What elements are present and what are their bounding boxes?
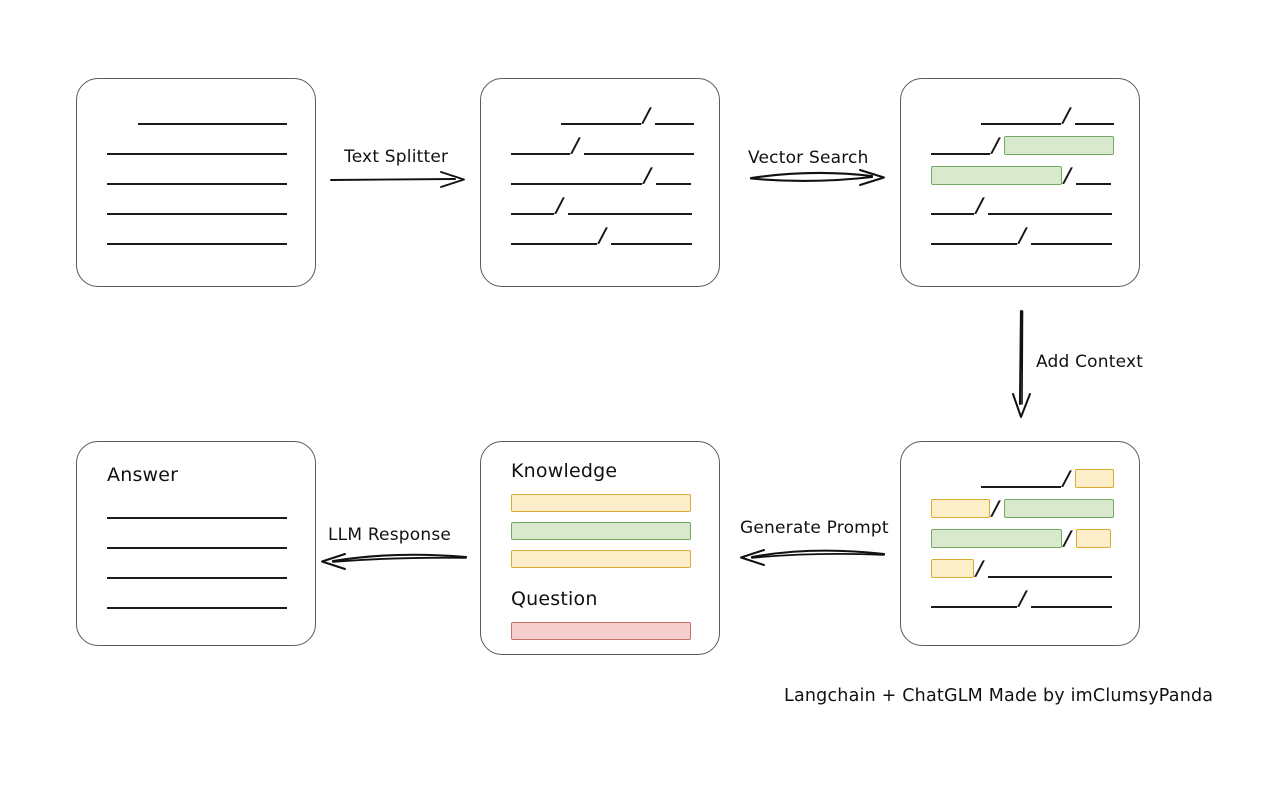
doc-line — [561, 123, 641, 125]
section-label-question: Question — [511, 588, 598, 610]
doc-line — [988, 213, 1113, 215]
doc-line — [981, 486, 1061, 488]
doc-line — [137, 123, 287, 125]
chunk-yellow — [931, 499, 991, 518]
chunk-green — [931, 166, 1063, 185]
doc-line — [611, 243, 693, 245]
doc-line — [511, 183, 643, 185]
chunk-green — [1004, 499, 1115, 518]
doc-line — [654, 123, 695, 125]
node-source-document[interactable] — [76, 78, 316, 287]
slash-separator: / — [553, 193, 567, 217]
slash-separator: / — [973, 193, 987, 217]
doc-line — [1076, 183, 1111, 185]
slash-separator: / — [569, 133, 583, 157]
prompt-bar-knowledge-1 — [511, 522, 691, 540]
arrow-add-context — [1012, 309, 1031, 418]
doc-line — [1031, 243, 1113, 245]
doc-line — [584, 153, 695, 155]
slash-separator: / — [989, 496, 1003, 520]
edge-label-text-splitter: Text Splitter — [344, 147, 449, 167]
doc-line — [931, 213, 975, 215]
doc-line — [107, 153, 287, 155]
doc-line — [107, 517, 287, 519]
doc-line — [988, 576, 1113, 578]
slash-separator: / — [1060, 103, 1073, 127]
arrow-llm-response — [321, 553, 468, 570]
slash-separator: / — [1060, 466, 1073, 490]
doc-line — [568, 213, 693, 215]
doc-line — [1074, 123, 1115, 125]
slash-separator: / — [640, 103, 653, 127]
edge-label-generate-prompt: Generate Prompt — [740, 518, 889, 538]
slash-separator: / — [641, 163, 655, 187]
doc-line — [656, 183, 691, 185]
arrow-text-splitter — [330, 171, 465, 188]
chunk-green — [931, 529, 1063, 548]
doc-line — [931, 153, 991, 155]
doc-line — [107, 243, 287, 245]
chunk-yellow — [1076, 529, 1111, 548]
node-label-answer: Answer — [107, 464, 179, 486]
slash-separator: / — [1061, 163, 1075, 187]
slash-separator: / — [989, 133, 1003, 157]
doc-line — [107, 547, 287, 549]
doc-line — [981, 123, 1061, 125]
doc-line — [511, 213, 555, 215]
edge-label-vector-search: Vector Search — [748, 148, 869, 168]
node-answer[interactable]: Answer — [76, 441, 316, 646]
arrow-generate-prompt — [740, 549, 886, 566]
node-context-chunks[interactable]: / / / / / — [900, 441, 1140, 646]
chunk-green — [1004, 136, 1115, 155]
doc-line — [1031, 606, 1113, 608]
section-label-knowledge: Knowledge — [511, 460, 618, 482]
prompt-bar-question-0 — [511, 622, 691, 640]
edge-label-llm-response: LLM Response — [328, 525, 452, 545]
doc-line — [107, 577, 287, 579]
node-split-chunks[interactable]: / / / / / — [480, 78, 720, 287]
diagram-caption: Langchain + ChatGLM Made by imClumsyPand… — [784, 686, 1214, 706]
doc-line — [511, 153, 571, 155]
prompt-bar-knowledge-0 — [511, 494, 691, 512]
arrow-vector-search — [749, 169, 885, 186]
slash-separator: / — [1061, 526, 1075, 550]
edge-label-add-context: Add Context — [1036, 352, 1144, 372]
doc-line — [931, 243, 1018, 245]
doc-line — [107, 183, 287, 185]
doc-line — [931, 606, 1018, 608]
doc-line — [107, 213, 287, 215]
slash-separator: / — [1016, 223, 1030, 247]
slash-separator: / — [596, 223, 610, 247]
chunk-yellow — [931, 559, 975, 578]
slash-separator: / — [1016, 586, 1030, 610]
node-vector-matched-chunks[interactable]: / / / / / — [900, 78, 1140, 287]
doc-line — [107, 607, 287, 609]
slash-separator: / — [973, 556, 987, 580]
doc-line — [511, 243, 598, 245]
chunk-yellow — [1074, 469, 1115, 488]
prompt-bar-knowledge-2 — [511, 550, 691, 568]
